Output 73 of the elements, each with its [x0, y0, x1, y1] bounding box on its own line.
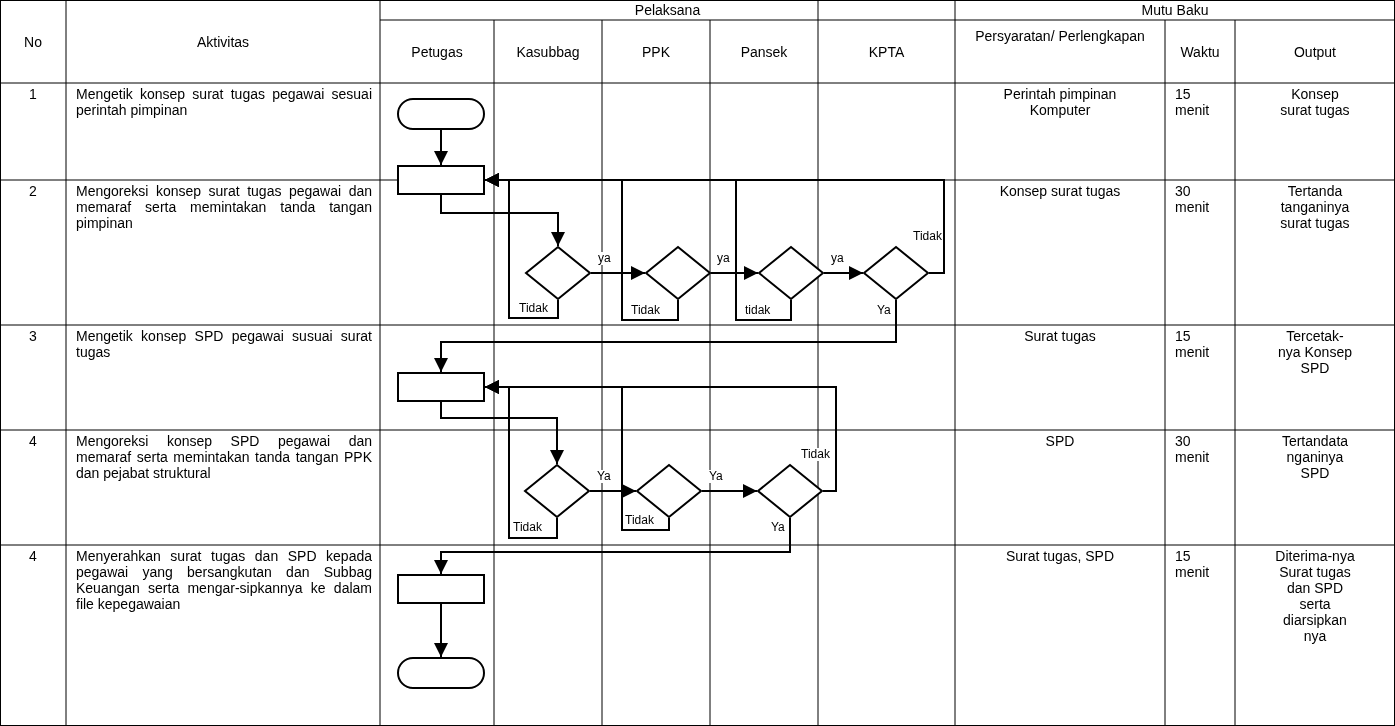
arrow: [589, 484, 637, 498]
requirement-text: Surat tugas, SPD: [1004, 548, 1116, 564]
row-number: 2: [28, 183, 38, 199]
column-header: Petugas: [410, 44, 464, 60]
column-header: Output: [1293, 44, 1337, 60]
edge-label: Tidak: [800, 448, 831, 461]
edge-label: tidak: [744, 304, 772, 317]
column-header: Pansek: [739, 44, 789, 60]
decision-diamond: [757, 464, 823, 518]
decision-diamond: [758, 246, 824, 300]
decision-diamond: [863, 246, 929, 300]
column-header: PPK: [641, 44, 671, 60]
requirement-text: Surat tugas: [1023, 328, 1097, 344]
time-text: 15 menit: [1175, 328, 1211, 360]
edge-label: Ya: [596, 470, 612, 483]
requirement-text: Konsep surat tugas: [998, 183, 1122, 199]
arrow: [590, 266, 646, 280]
decision-diamond: [525, 246, 591, 300]
time-text: 15 menit: [1175, 86, 1211, 118]
column-header: Pelaksana: [633, 2, 702, 18]
edge-label: ya: [716, 252, 731, 265]
edge-label: Tidak: [518, 302, 549, 315]
column-header: Waktu: [1179, 44, 1221, 60]
row-number: 3: [28, 328, 38, 344]
activity-text: Menyerahkan surat tugas dan SPD kepada pegawai yang bersangkutan dan Subbag Keuangan serta mengar-sipkannya ke dalam file kepegawaian: [76, 548, 372, 612]
time-text: 30 menit: [1175, 183, 1211, 215]
process-box: [397, 165, 485, 195]
arrow: [484, 173, 792, 321]
arrow: [434, 299, 897, 373]
arrow: [701, 484, 758, 498]
column-header: Aktivitas: [195, 34, 251, 50]
requirement-text: Perintah pimpinan Komputer: [1002, 86, 1118, 118]
output-text: Tertandata nganinya SPD: [1280, 433, 1350, 481]
time-text: 30 menit: [1175, 433, 1211, 465]
column-header: Kasubbag: [515, 44, 581, 60]
output-text: Tertanda tanganinya surat tugas: [1279, 183, 1351, 231]
activity-text: Mengetik konsep SPD pegawai susuai surat tugas: [76, 328, 372, 360]
column-header: Mutu Baku: [1140, 2, 1210, 18]
edge-label: Tidak: [512, 521, 543, 534]
arrow: [823, 266, 864, 280]
activity-text: Mengetik konsep surat tugas pegawai sesuai perintah pimpinan: [76, 86, 372, 118]
time-text: 15 menit: [1175, 548, 1211, 580]
output-text: Diterima-nya Surat tugas dan SPD serta diarsipkan nya: [1275, 548, 1355, 644]
requirement-text: SPD: [1044, 433, 1076, 449]
column-header: No: [23, 34, 43, 50]
row-number: 1: [28, 86, 38, 102]
decision-diamond: [524, 464, 590, 518]
edge-label: Ya: [876, 304, 892, 317]
arrow: [434, 517, 791, 575]
arrow: [434, 603, 448, 658]
output-text: Tercetak-nya Konsep SPD: [1277, 328, 1353, 376]
arrow: [440, 194, 565, 247]
row-number: 4: [28, 548, 38, 564]
process-box: [397, 574, 485, 604]
edge-label: ya: [830, 252, 845, 265]
arrow: [440, 401, 564, 465]
row-number: 4: [28, 433, 38, 449]
decision-diamond: [645, 246, 711, 300]
arrow: [484, 380, 670, 531]
output-text: Konsep surat tugas: [1279, 86, 1351, 118]
edge-label: Ya: [770, 521, 786, 534]
activity-text: Mengoreksi konsep SPD pegawai dan memaraf serta memintakan tanda tangan PPK dan pejabat struktural: [76, 433, 372, 481]
column-header: KPTA: [867, 44, 906, 60]
edge-label: Tidak: [630, 304, 661, 317]
arrow: [434, 129, 448, 166]
process-box: [397, 372, 485, 402]
activity-text: Mengoreksi konsep surat tugas pegawai dan memaraf serta memintakan tanda tangan pimpinan: [76, 183, 372, 231]
edge-label: Tidak: [912, 230, 943, 243]
edge-label: Tidak: [624, 514, 655, 527]
edge-label: ya: [597, 252, 612, 265]
column-header: Persyaratan/ Perlengkapan: [975, 28, 1145, 44]
edge-label: Ya: [708, 470, 724, 483]
arrow: [710, 266, 759, 280]
